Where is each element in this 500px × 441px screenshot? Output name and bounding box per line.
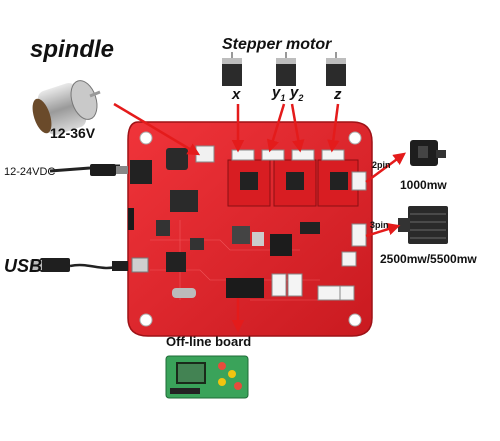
power-input-label: 12-24VDC bbox=[4, 166, 56, 178]
stepper-driver-y1 bbox=[273, 159, 317, 207]
stepper-motor-icon bbox=[222, 52, 242, 86]
stepper-motor-icon bbox=[326, 52, 346, 86]
stepper-motor-icon bbox=[276, 52, 296, 86]
axis-y1-label: y1 bbox=[272, 84, 286, 103]
usb-cable-icon bbox=[30, 258, 128, 272]
axis-x-label: x bbox=[232, 86, 241, 103]
offline-controller-icon bbox=[165, 355, 249, 399]
controller-pcb bbox=[127, 121, 373, 337]
stepper-driver-x bbox=[227, 159, 271, 207]
spindle-voltage-label: 12-36V bbox=[50, 125, 96, 141]
laser-large-power-label: 2500mw/5500mw bbox=[380, 252, 477, 266]
laser-module-large-icon bbox=[398, 206, 448, 244]
spindle-label: spindle bbox=[30, 36, 115, 63]
offline-board-label: Off-line board bbox=[166, 334, 252, 349]
dc-motor-icon bbox=[32, 80, 101, 135]
connection-arrows bbox=[113, 102, 407, 333]
axis-z-label: z bbox=[334, 86, 342, 103]
axis-y2-label: y2 bbox=[290, 84, 304, 103]
laser-small-power-label: 1000mw bbox=[400, 178, 447, 192]
laser-large-pin-label: 3pin bbox=[370, 220, 389, 230]
laser-small-pin-label: 2pin bbox=[372, 160, 391, 170]
dc-barrel-plug-icon bbox=[49, 164, 128, 176]
stepper-motor-label: Stepper motor bbox=[222, 36, 332, 53]
laser-module-small-icon bbox=[410, 140, 446, 166]
usb-label: USB bbox=[4, 256, 43, 276]
